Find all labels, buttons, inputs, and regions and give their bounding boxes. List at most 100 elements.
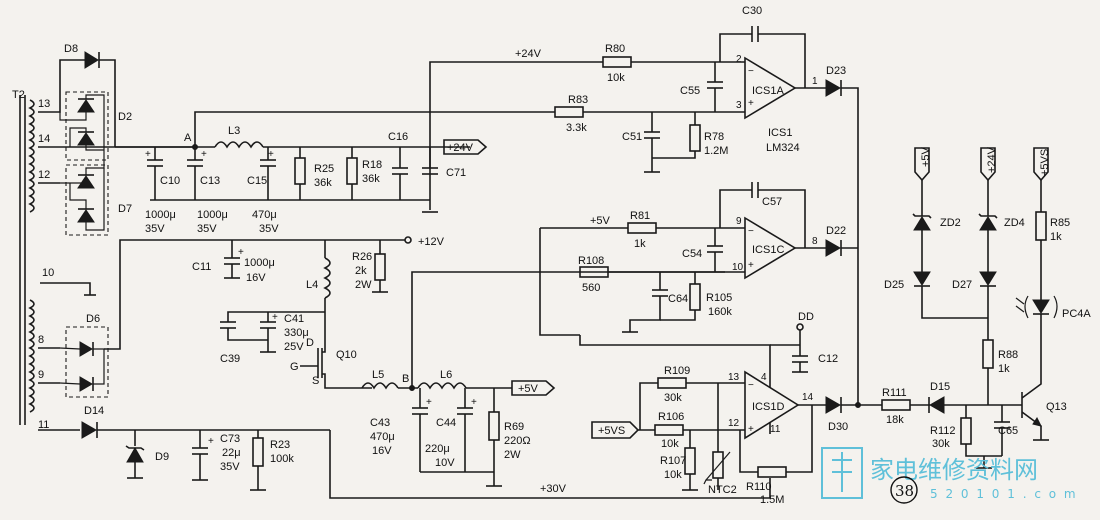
q10-s-label: S bbox=[312, 375, 319, 387]
flag-5v: +5V bbox=[518, 383, 539, 395]
c41-value: 330μ bbox=[284, 327, 309, 339]
c15-value: 470μ bbox=[252, 209, 277, 221]
c16-label: C16 bbox=[388, 131, 408, 143]
r88-label: R88 bbox=[998, 349, 1018, 361]
rail-24v: A L3 +24V +24V bbox=[115, 48, 603, 213]
r105-value: 160k bbox=[708, 306, 732, 318]
r25-value: 36k bbox=[314, 177, 332, 189]
l3-label: L3 bbox=[228, 125, 240, 137]
resistor-r18: R18 36k bbox=[346, 147, 382, 200]
r106-label: R106 bbox=[658, 411, 684, 423]
section-12v: +12V + C11 1000μ 16V R26 2k 2W L4 + bbox=[192, 236, 445, 389]
flag-5vs-in: +5VS bbox=[598, 425, 625, 437]
cap-c16: C16 bbox=[388, 131, 408, 200]
flag-24v: +24V bbox=[447, 142, 474, 154]
svg-text:+: + bbox=[272, 312, 278, 323]
diode-d6-pack: D6 bbox=[59, 239, 405, 398]
label-dd: DD bbox=[798, 311, 814, 323]
c54-label: C54 bbox=[682, 248, 702, 260]
c65-label: C65 bbox=[998, 425, 1018, 437]
c41-volt: 25V bbox=[284, 341, 304, 353]
resistor-r25: R25 36k bbox=[294, 147, 334, 200]
svg-text:8: 8 bbox=[812, 236, 818, 247]
d6-label: D6 bbox=[86, 313, 100, 325]
d7-label: D7 bbox=[118, 203, 132, 215]
c43-value: 470μ bbox=[370, 431, 395, 443]
svg-text:11: 11 bbox=[770, 424, 781, 435]
r85-value: 1k bbox=[1050, 231, 1062, 243]
r110-label: R110 bbox=[746, 481, 771, 493]
ics1a-label: ICS1A bbox=[752, 85, 784, 97]
r78-label: R78 bbox=[704, 131, 724, 143]
cap-c10: + C10 1000μ 35V bbox=[145, 147, 180, 235]
d9-label: D9 bbox=[155, 451, 169, 463]
node-b-label: B bbox=[402, 373, 409, 385]
t2-pin-11: 11 bbox=[38, 419, 49, 431]
c39-label: C39 bbox=[220, 353, 240, 365]
flag-top-24v: +24V bbox=[986, 146, 998, 173]
ics1-part: LM324 bbox=[766, 142, 800, 154]
svg-text:2: 2 bbox=[736, 54, 742, 65]
l5-label: L5 bbox=[372, 369, 384, 381]
r105-label: R105 bbox=[706, 292, 732, 304]
svg-text:+: + bbox=[145, 149, 151, 160]
diode-d2-pack: D2 bbox=[59, 91, 132, 161]
r112-value: 30k bbox=[932, 438, 950, 450]
r80-value: 10k bbox=[607, 72, 625, 84]
r108-value: 560 bbox=[582, 282, 600, 294]
r26-power: 2W bbox=[355, 279, 372, 291]
opamp-ics1a: ICS1A 2 3 − + 1 ICS1 LM324 R80 10k C30 C… bbox=[554, 5, 859, 405]
label-24v-top: +24V bbox=[515, 48, 542, 60]
t2-pin-12: 12 bbox=[38, 169, 50, 181]
c55-label: C55 bbox=[680, 85, 700, 97]
svg-text:10: 10 bbox=[732, 262, 744, 273]
c64-label: C64 bbox=[668, 293, 688, 305]
c41-label: C41 bbox=[284, 313, 304, 325]
c43-volt: 16V bbox=[372, 445, 392, 457]
r81-label: R81 bbox=[630, 210, 650, 222]
svg-text:+: + bbox=[426, 397, 432, 408]
opamp-ics1d: ICS1D 13 12 − + 4 14 11 DD C12 R109 30k … bbox=[579, 311, 882, 506]
svg-text:+: + bbox=[748, 98, 754, 109]
c12-label: C12 bbox=[818, 353, 838, 365]
l4-label: L4 bbox=[306, 279, 318, 291]
r85-label: R85 bbox=[1050, 217, 1070, 229]
cap-c71: C71 bbox=[422, 147, 466, 179]
watermark-text: 家电维修资料网 bbox=[870, 456, 1038, 484]
svg-text:+: + bbox=[201, 149, 207, 160]
d22-label: D22 bbox=[826, 225, 846, 237]
d27-label: D27 bbox=[952, 279, 972, 291]
c57-label: C57 bbox=[762, 196, 782, 208]
label-30v: +30V bbox=[540, 483, 567, 495]
c10-volt: 35V bbox=[145, 223, 165, 235]
r18-value: 36k bbox=[362, 173, 380, 185]
r112-label: R112 bbox=[930, 425, 955, 437]
r81-value: 1k bbox=[634, 238, 646, 250]
d2-label: D2 bbox=[118, 111, 132, 123]
t2-pin-14: 14 bbox=[38, 133, 50, 145]
r18-label: R18 bbox=[362, 159, 382, 171]
r25-label: R25 bbox=[314, 163, 334, 175]
c44-volt: 10V bbox=[435, 457, 455, 469]
svg-text:−: − bbox=[748, 226, 754, 237]
svg-text:9: 9 bbox=[736, 216, 742, 227]
r26-value: 2k bbox=[355, 265, 367, 277]
watermark: 家电维修资料网 5 2 0 1 0 1 . c o m bbox=[821, 447, 1076, 501]
d14-label: D14 bbox=[84, 405, 104, 417]
ics1-chip: ICS1 bbox=[768, 127, 792, 139]
ics1d-label: ICS1D bbox=[752, 401, 784, 413]
svg-text:4: 4 bbox=[761, 372, 767, 383]
page-number: 38 bbox=[890, 476, 918, 504]
flag-top-5vs: +5VS bbox=[1039, 149, 1051, 176]
zd2-label: ZD2 bbox=[940, 217, 961, 229]
c73-label: C73 bbox=[220, 433, 240, 445]
zd4-label: ZD4 bbox=[1004, 217, 1025, 229]
t2-pin-13: 13 bbox=[38, 98, 50, 110]
c13-value: 1000μ bbox=[197, 209, 228, 221]
r78-value: 1.2M bbox=[704, 145, 728, 157]
svg-text:+: + bbox=[208, 436, 214, 447]
r108-label: R108 bbox=[578, 255, 604, 267]
r69-power: 2W bbox=[504, 449, 521, 461]
